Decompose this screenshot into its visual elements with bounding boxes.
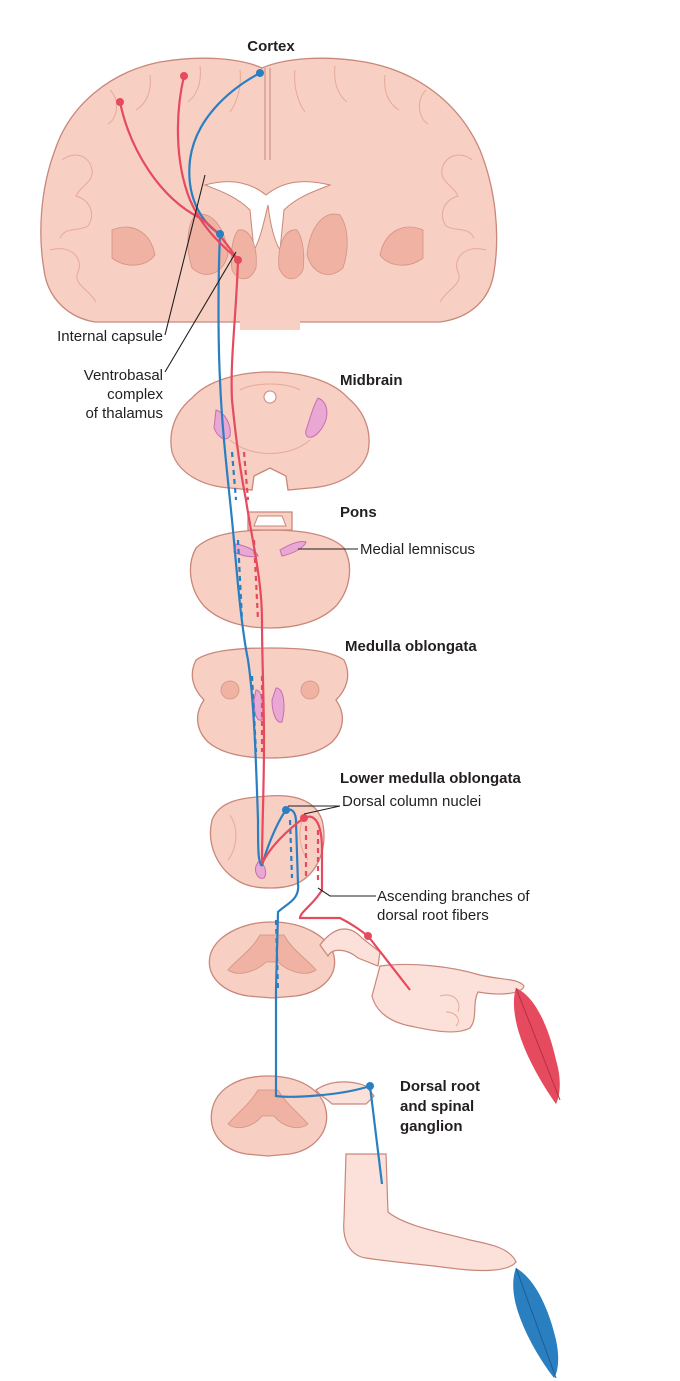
ganglion-red-icon bbox=[364, 932, 372, 940]
ascending-branches-leader bbox=[318, 888, 376, 896]
feather-blue-icon bbox=[513, 1268, 558, 1378]
label-dorsal-column-nuclei: Dorsal column nuclei bbox=[342, 793, 481, 810]
pons-section bbox=[190, 512, 349, 628]
feather-red-icon bbox=[514, 988, 560, 1104]
label-ventrobasal-line3: of thalamus bbox=[85, 405, 163, 422]
label-dorsal-root-line3: ganglion bbox=[400, 1118, 463, 1135]
label-ventrobasal-line1: Ventrobasal bbox=[84, 367, 163, 384]
label-internal-capsule: Internal capsule bbox=[57, 328, 163, 345]
label-dorsal-root-line1: Dorsal root bbox=[400, 1078, 480, 1095]
label-ventrobasal-line2: complex bbox=[107, 386, 163, 403]
label-lower-medulla-oblongata: Lower medulla oblongata bbox=[340, 770, 522, 787]
label-dorsal-root-line2: and spinal bbox=[400, 1098, 474, 1115]
hand-illustration bbox=[372, 964, 524, 1031]
label-medulla-oblongata: Medulla oblongata bbox=[345, 638, 477, 655]
cortex-neuron-red-icon bbox=[116, 98, 124, 106]
label-ascending-branches-line1: Ascending branches of bbox=[377, 888, 530, 905]
cortex-neuron-blue-icon bbox=[256, 69, 264, 77]
spinal-cord-upper-section bbox=[209, 922, 380, 998]
thalamus-neuron-red-icon bbox=[234, 256, 242, 264]
midbrain-section bbox=[171, 372, 369, 490]
dorsal-column-nucleus-blue-icon bbox=[282, 806, 290, 814]
medulla-section bbox=[192, 648, 347, 758]
brain-coronal-section bbox=[41, 58, 497, 330]
spinal-cord-lower-section bbox=[211, 1076, 374, 1156]
label-pons: Pons bbox=[340, 504, 377, 521]
dorsal-column-nucleus-red-icon bbox=[300, 814, 308, 822]
label-midbrain: Midbrain bbox=[340, 372, 403, 389]
cortex-neuron-red-2-icon bbox=[180, 72, 188, 80]
foot-illustration bbox=[344, 1154, 516, 1270]
label-medial-lemniscus: Medial lemniscus bbox=[360, 541, 475, 558]
ganglion-blue-icon bbox=[366, 1082, 374, 1090]
thalamus-neuron-blue-icon bbox=[216, 230, 224, 238]
label-ascending-branches-line2: dorsal root fibers bbox=[377, 907, 489, 924]
label-cortex: Cortex bbox=[247, 38, 295, 55]
